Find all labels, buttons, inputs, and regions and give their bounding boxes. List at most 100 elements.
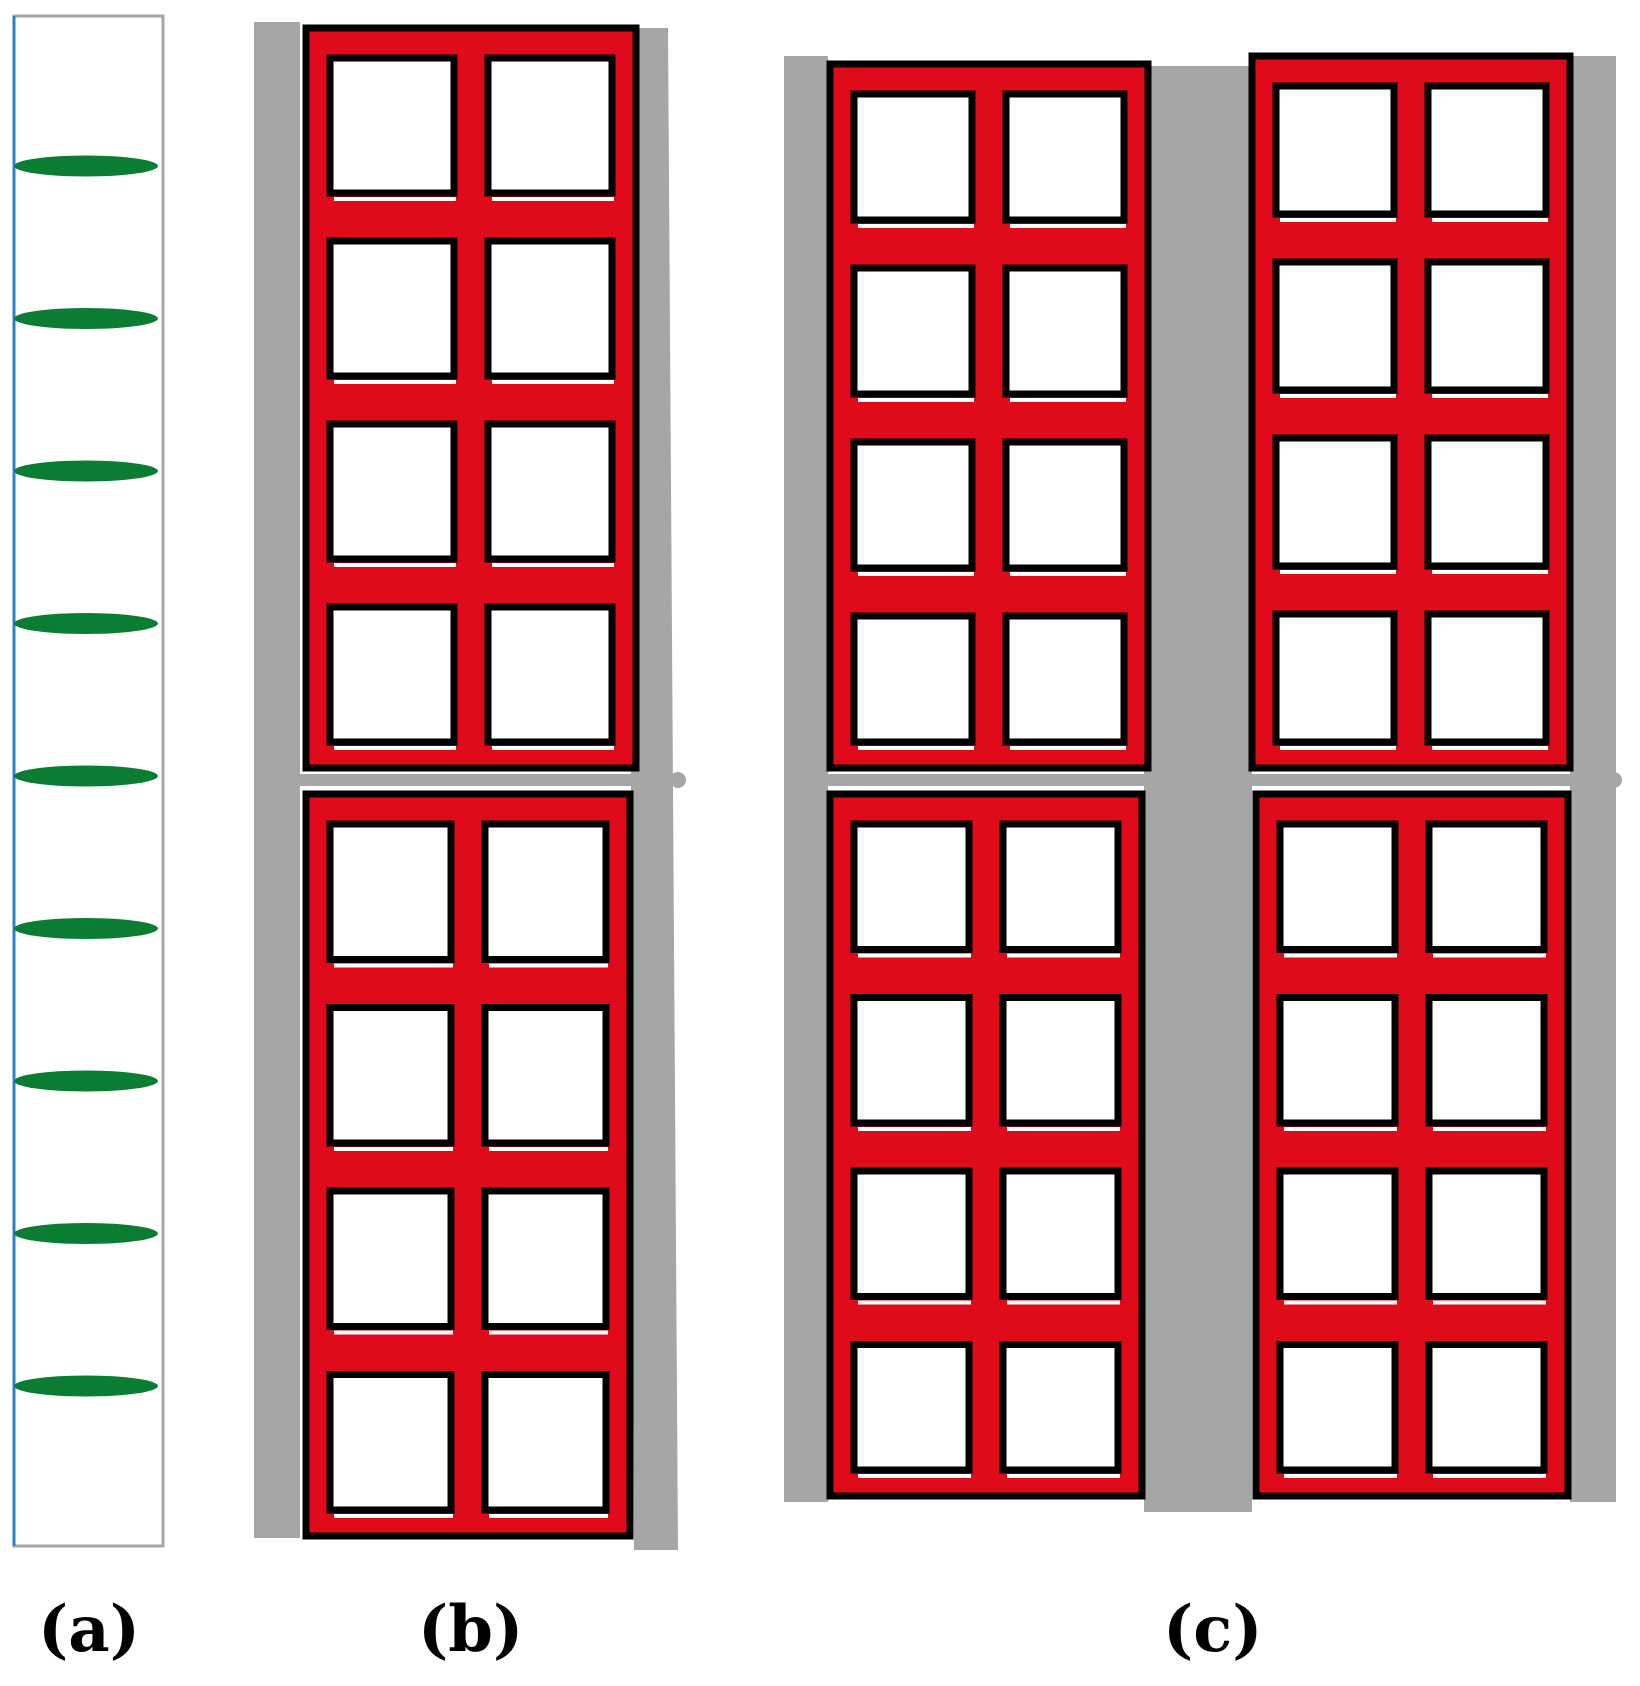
module-cell: [850, 820, 973, 953]
support-crossbar: [298, 774, 672, 786]
module-cell: [326, 603, 458, 746]
module-cell: [1424, 258, 1550, 394]
module-cell-sill: [492, 746, 614, 750]
module-b-top: [302, 24, 640, 772]
module-cell-sill: [1432, 746, 1548, 750]
module-cell-sill: [858, 1474, 971, 1478]
module-cell: [1424, 434, 1550, 570]
support-left: [784, 56, 828, 1502]
support-joint: [1606, 772, 1622, 788]
module-cell-sill: [858, 953, 971, 958]
module-cell-sill: [1010, 572, 1126, 576]
support-middle: [1144, 66, 1252, 1512]
module-cell-sill: [1280, 218, 1396, 222]
module-cell: [850, 612, 976, 746]
module-cell: [999, 1341, 1122, 1474]
panel-b-module-stack: [254, 22, 686, 1550]
module-cell: [1272, 82, 1398, 218]
module-cell-sill: [334, 746, 456, 750]
module-cell: [481, 1371, 610, 1514]
module-cell-sill: [1010, 746, 1126, 750]
module-cell-sill: [334, 963, 453, 968]
module-cell: [1424, 82, 1550, 218]
module-cell-sill: [489, 963, 608, 968]
leaf-6: [14, 918, 158, 939]
module-cell-sill: [489, 1514, 608, 1518]
module-cell: [850, 264, 976, 398]
module-cell-sill: [1433, 953, 1546, 958]
panel-label-c: (c): [1163, 1592, 1263, 1667]
module-cell-sill: [1280, 570, 1396, 574]
module-cell: [484, 237, 616, 380]
module-cell: [1276, 1341, 1399, 1474]
module-cell-sill: [489, 1147, 608, 1151]
leaf-8: [14, 1223, 158, 1244]
module-cell-sill: [492, 563, 614, 567]
module-cell-sill: [858, 1127, 971, 1131]
module-cell: [1272, 610, 1398, 746]
module-c-left-bottom: [826, 790, 1146, 1500]
module-cell-sill: [1432, 218, 1548, 222]
panel-label-b: (b): [418, 1592, 524, 1667]
module-cell: [481, 1004, 610, 1147]
support-joint: [670, 772, 686, 788]
module-cell: [999, 1167, 1122, 1300]
leaf-9: [14, 1375, 158, 1397]
module-cell-sill: [1432, 394, 1548, 398]
module-cell: [1276, 994, 1399, 1127]
module-cell-sill: [1007, 1300, 1120, 1305]
module-cell-sill: [1010, 224, 1126, 228]
module-cell: [1425, 1341, 1548, 1474]
module-cell: [326, 237, 458, 380]
module-c-right-bottom: [1252, 790, 1572, 1500]
support-crossbar: [826, 774, 1610, 786]
module-c-right-top: [1248, 52, 1574, 772]
module-cell: [326, 1187, 455, 1330]
module-cell: [481, 820, 610, 963]
module-cell-sill: [1284, 1474, 1397, 1478]
module-cell-sill: [1280, 394, 1396, 398]
module-cell: [484, 603, 616, 746]
module-cell-sill: [858, 572, 974, 576]
module-cell-sill: [858, 224, 974, 228]
module-cell: [850, 994, 973, 1127]
module-cell-sill: [858, 398, 974, 402]
module-cell: [1425, 820, 1548, 953]
leaf-7: [14, 1070, 158, 1092]
module-cell: [1002, 264, 1128, 398]
module-cell-sill: [334, 380, 456, 384]
module-cell-sill: [1284, 1300, 1397, 1305]
module-cell: [326, 54, 458, 197]
module-cell: [326, 420, 458, 563]
module-cell: [1002, 438, 1128, 572]
leaf-2: [14, 308, 158, 329]
module-cell-sill: [1284, 1127, 1397, 1131]
module-b-bottom: [302, 790, 634, 1540]
module-cell: [1002, 90, 1128, 224]
module-cell: [481, 1187, 610, 1330]
module-cell-sill: [334, 1514, 453, 1518]
support-left: [254, 22, 300, 1538]
panel-a-tube-with-leaves: [12, 14, 165, 1548]
module-cell-sill: [334, 1147, 453, 1151]
module-cell: [850, 1341, 973, 1474]
module-cell: [999, 820, 1122, 953]
leaf-4: [14, 613, 158, 634]
module-cell: [326, 1371, 455, 1514]
module-cell-sill: [1433, 1474, 1546, 1478]
module-cell-sill: [1433, 1127, 1546, 1131]
module-cell: [1272, 434, 1398, 570]
module-cell-sill: [1433, 1300, 1546, 1305]
leaf-3: [14, 460, 158, 482]
module-cell-sill: [1007, 1127, 1120, 1131]
module-cell: [850, 1167, 973, 1300]
module-cell-sill: [1284, 953, 1397, 958]
module-cell: [1272, 258, 1398, 394]
module-cell: [1425, 1167, 1548, 1300]
module-cell-sill: [1280, 746, 1396, 750]
module-cell: [850, 438, 976, 572]
module-cell-sill: [1010, 398, 1126, 402]
module-cell-sill: [1432, 570, 1548, 574]
module-cell: [326, 820, 455, 963]
